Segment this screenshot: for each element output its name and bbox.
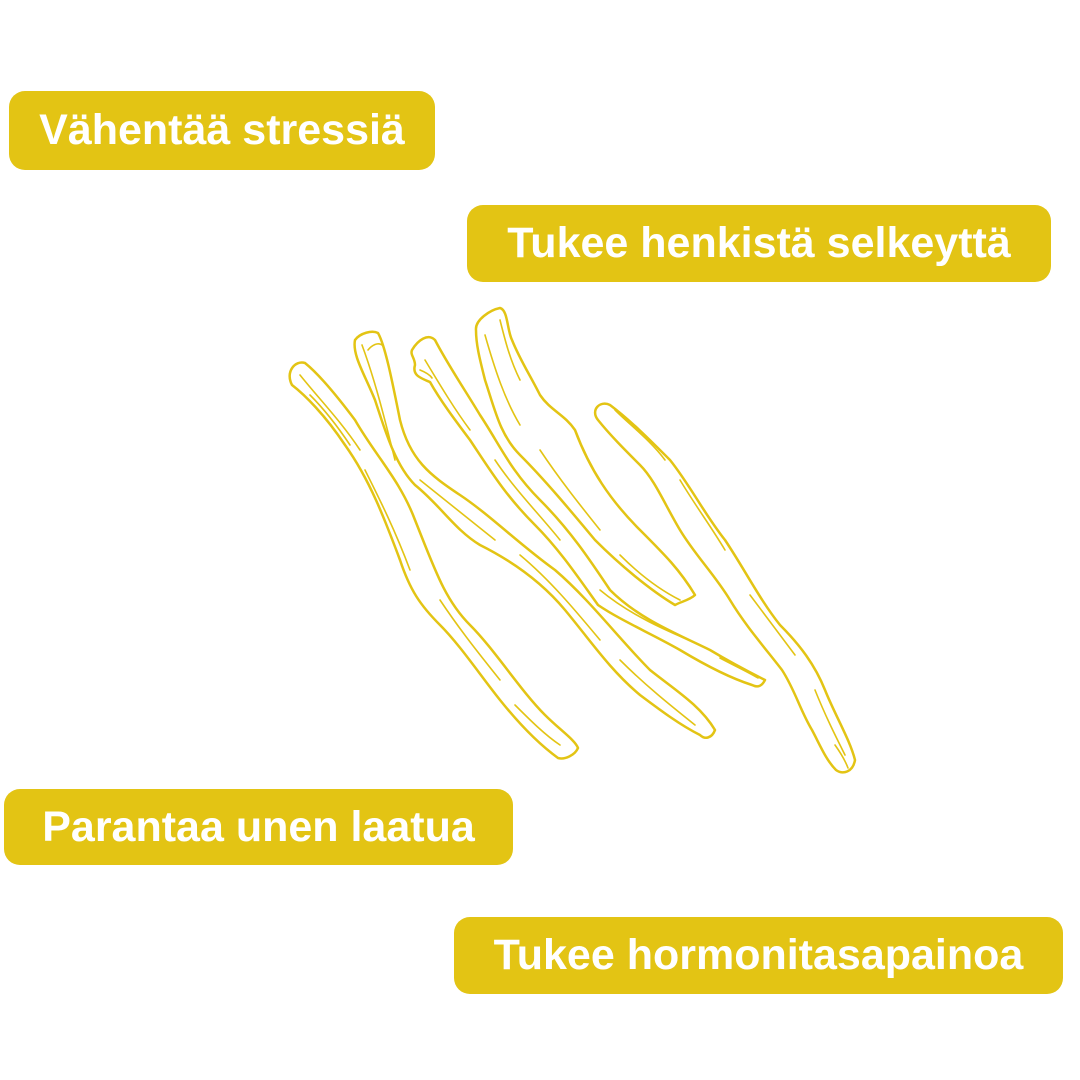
benefit-text: Tukee henkistä selkeyttä	[507, 219, 1011, 267]
benefit-text: Parantaa unen laatua	[42, 802, 475, 851]
benefit-label-stress: Vähentää stressiä	[9, 91, 435, 170]
benefit-label-sleep: Parantaa unen laatua	[4, 789, 513, 865]
benefit-label-clarity: Tukee henkistä selkeyttä	[467, 205, 1051, 282]
benefit-text: Tukee hormonitasapainoa	[493, 931, 1024, 979]
benefit-label-hormones: Tukee hormonitasapainoa	[454, 917, 1063, 994]
benefit-text: Vähentää stressiä	[39, 106, 405, 154]
